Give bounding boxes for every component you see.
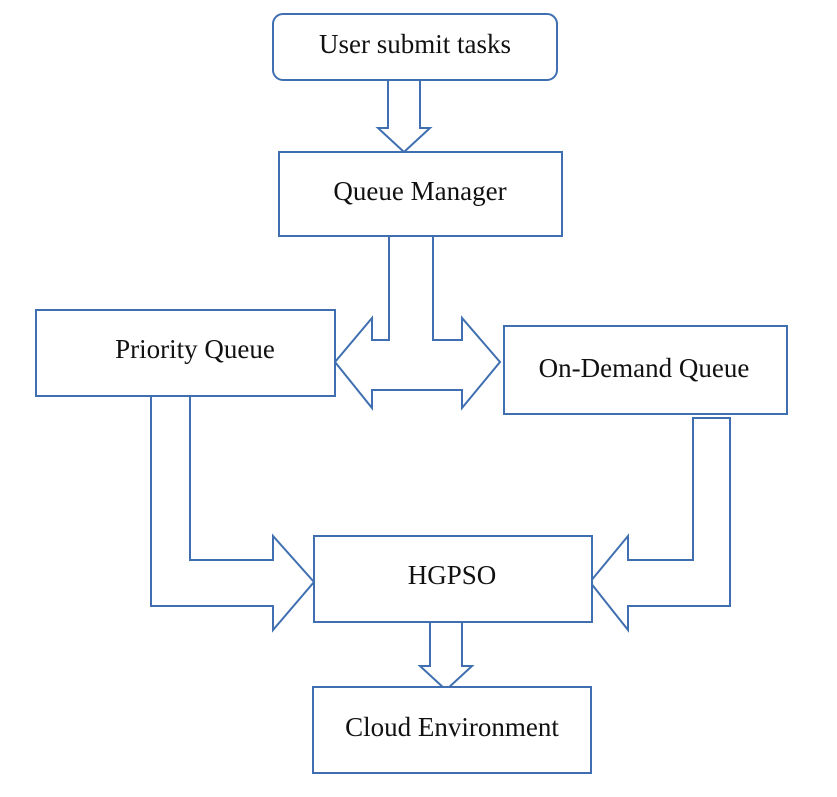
arrow-user-to-queue-manager	[375, 79, 433, 154]
node-user-submit-tasks-label: User submit tasks	[319, 29, 511, 59]
node-cloud-environment: Cloud Environment	[312, 686, 592, 774]
node-queue-manager: Queue Manager	[278, 151, 563, 237]
node-cloud-environment-label: Cloud Environment	[345, 712, 559, 742]
node-user-submit-tasks: User submit tasks	[272, 13, 558, 81]
node-queue-manager-label: Queue Manager	[333, 176, 506, 206]
node-on-demand-queue-label: On-Demand Queue	[539, 353, 750, 383]
arrow-queue-manager-split	[333, 235, 502, 411]
node-priority-queue: Priority Queue	[35, 309, 336, 397]
node-hgpso-label: HGPSO	[408, 560, 497, 590]
arrow-on-demand-to-hgpso	[588, 417, 731, 633]
node-on-demand-queue: On-Demand Queue	[503, 325, 788, 415]
arrow-hgpso-to-cloud	[417, 621, 475, 692]
node-hgpso: HGPSO	[313, 535, 593, 623]
arrow-priority-to-hgpso	[150, 395, 316, 633]
node-priority-queue-label: Priority Queue	[115, 334, 275, 364]
